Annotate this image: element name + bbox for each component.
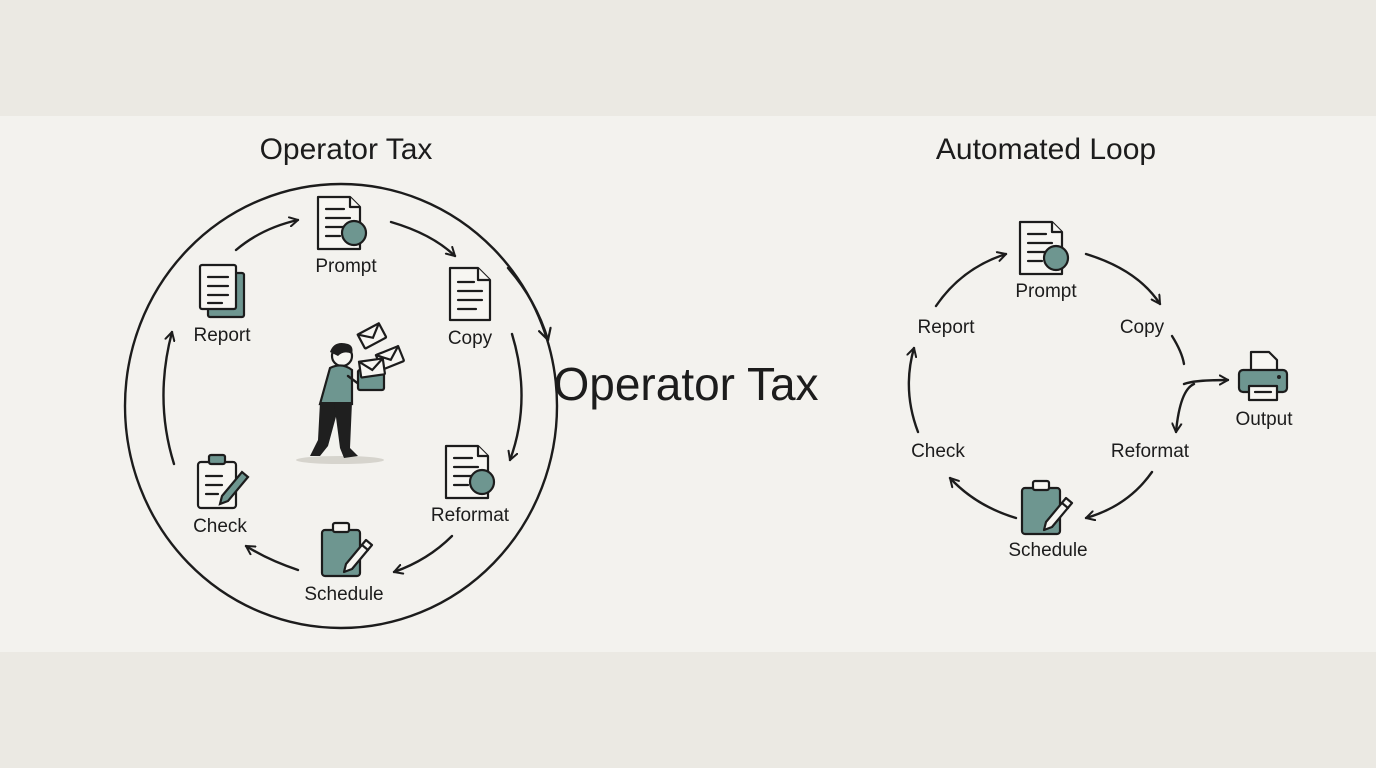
ring-arrowhead (506, 266, 548, 342)
loop-arrow-copy-down (1170, 334, 1186, 366)
right-node-output: Output (1235, 409, 1293, 430)
left-reformat-icon (444, 444, 496, 500)
loop-arrow-schedule-to-check (948, 476, 1018, 520)
loop-arrow-check-to-report (909, 346, 920, 434)
left-report-icon (198, 263, 246, 319)
operator-person-icon (296, 322, 406, 464)
arrow-report-to-prompt (234, 220, 300, 252)
loop-arrow-to-reformat (1176, 382, 1196, 434)
arrow-prompt-to-copy (389, 220, 457, 258)
arrow-reformat-to-schedule (392, 534, 454, 572)
left-title: Operator Tax (260, 133, 433, 166)
right-schedule-icon (1020, 479, 1074, 536)
left-node-check: Check (193, 516, 247, 537)
right-node-prompt: Prompt (1015, 281, 1077, 302)
center-label: Operator Tax (553, 358, 818, 410)
right-node-schedule: Schedule (1008, 540, 1087, 561)
operator-ring (123, 182, 559, 630)
right-node-copy: Copy (1120, 317, 1165, 338)
right-node-reformat: Reformat (1111, 441, 1190, 462)
left-node-prompt: Prompt (315, 256, 377, 277)
left-node-copy: Copy (448, 328, 493, 349)
loop-arrow-report-to-prompt (934, 254, 1008, 308)
arrow-copy-to-reformat (510, 332, 523, 462)
right-node-report: Report (917, 317, 975, 338)
left-schedule-icon (320, 521, 374, 578)
left-node-report: Report (193, 325, 251, 346)
bottom-band (0, 652, 1376, 768)
arrow-schedule-to-check (244, 544, 300, 572)
right-output-icon (1237, 350, 1289, 402)
loop-arrow-to-output (1182, 380, 1230, 384)
left-node-schedule: Schedule (304, 584, 383, 605)
loop-arrow-reformat-to-schedule (1084, 470, 1154, 518)
right-prompt-icon (1018, 220, 1070, 276)
top-band (0, 0, 1376, 116)
diagram-panel (0, 116, 1376, 652)
loop-arrow-prompt-to-copy (1084, 252, 1162, 306)
left-prompt-icon (316, 195, 368, 251)
right-title: Automated Loop (936, 133, 1156, 166)
left-check-icon (196, 453, 250, 510)
right-node-check: Check (911, 441, 965, 462)
left-node-reformat: Reformat (431, 505, 510, 526)
left-copy-icon (448, 266, 492, 322)
arrow-check-to-report (162, 330, 174, 466)
